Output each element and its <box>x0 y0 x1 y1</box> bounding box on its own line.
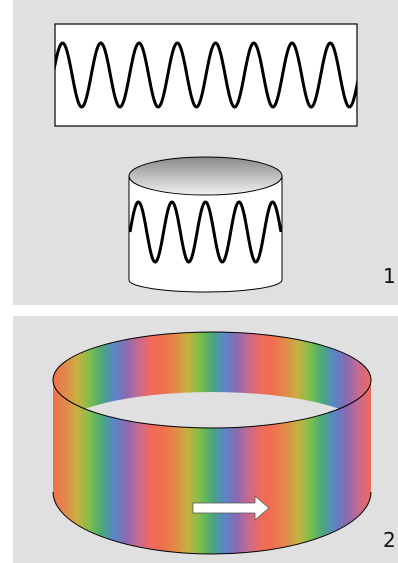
panel-number-2: 2 <box>383 530 396 550</box>
ring-front-wall <box>53 380 371 554</box>
panel-number-1: 1 <box>383 266 396 286</box>
panel-1: 1 <box>13 0 398 305</box>
panel-2-figure <box>13 316 398 563</box>
panel-1-figure <box>13 0 398 305</box>
cylinder-top <box>129 157 282 195</box>
panel-2: 2 <box>13 316 398 563</box>
